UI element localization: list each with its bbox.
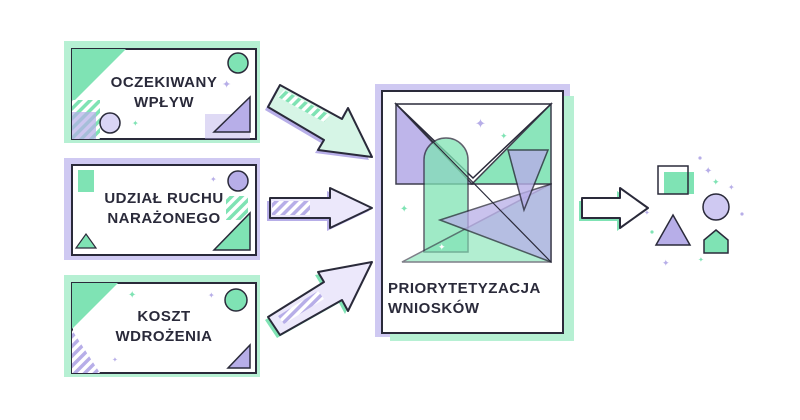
arrow-expected-impact xyxy=(265,84,373,160)
center-label-line: WNIOSKÓW xyxy=(388,300,480,318)
sparkle-icon: ✦ xyxy=(662,258,670,268)
triangle-shape xyxy=(212,211,251,251)
arrow-hatch xyxy=(272,201,310,215)
sparkle-icon: ✦ xyxy=(500,131,508,141)
square-shape xyxy=(664,172,694,194)
input-label-line: KOSZT xyxy=(137,308,191,325)
sparkle-icon: ✦ xyxy=(400,204,408,215)
dot-shape xyxy=(740,212,744,216)
arrow-hatch xyxy=(278,90,330,122)
sparkle-icon: ✦ xyxy=(128,290,136,301)
triangle-shape xyxy=(212,95,251,133)
input-label-expected-impact: OCZEKIWANY WPŁYW xyxy=(92,73,236,114)
square-outline xyxy=(657,165,689,195)
diagonal-line xyxy=(395,103,552,263)
sparkle-icon: ✦ xyxy=(222,79,231,91)
dot-shape xyxy=(650,230,654,234)
sparkle-icon: ✦ xyxy=(210,175,217,184)
hatch-shape xyxy=(72,330,100,373)
sparkle-icon: ✦ xyxy=(208,291,215,300)
triangle-shape xyxy=(507,149,550,213)
arrow-exposed-traffic xyxy=(267,187,373,231)
arrow-shape xyxy=(581,187,649,229)
input-label-line: UDZIAŁ RUCHU xyxy=(104,190,224,207)
input-label-line: OCZEKIWANY xyxy=(110,74,218,91)
hatch-shape xyxy=(226,196,248,220)
circle-shape xyxy=(702,193,730,221)
arrow-hatch xyxy=(278,291,324,324)
circle-shape xyxy=(227,170,249,192)
sparkle-icon: ✦ xyxy=(475,116,486,131)
triangle-shape xyxy=(226,343,251,369)
input-label-line: NARAŻONEGO xyxy=(107,210,221,228)
triangle-shape xyxy=(74,232,98,249)
sparkle-icon: ✦ xyxy=(644,209,650,217)
arrow-implementation-cost xyxy=(265,261,373,338)
sparkle-icon: ✦ xyxy=(712,177,720,187)
sparkle-icon: ✦ xyxy=(698,256,704,264)
dot-shape xyxy=(698,156,702,160)
output-shapes: ✦ ✦ ✦ ✦ ✦ ✦ xyxy=(644,156,744,268)
circle-shape xyxy=(224,288,248,312)
input-label-exposed-traffic: UDZIAŁ RUCHU NARAŻONEGO xyxy=(86,189,242,230)
input-label-line: WPŁYW xyxy=(134,94,194,112)
sparkle-icon: ✦ xyxy=(704,166,712,177)
input-box-implementation-cost: ✦ ✦ ✦ xyxy=(64,275,260,377)
circle-shape xyxy=(227,52,249,74)
input-label-implementation-cost: KOSZT WDROŻENIA xyxy=(92,307,236,348)
center-label: PRIORYTETYZACJA WNIOSKÓW xyxy=(388,279,556,320)
corner-triangle-shape xyxy=(72,283,118,329)
sparkle-icon: ✦ xyxy=(132,119,139,128)
sparkle-icon: ✦ xyxy=(728,183,735,192)
center-label-line: PRIORYTETYZACJA xyxy=(388,280,541,297)
arrow-shape xyxy=(269,187,373,229)
square-shape xyxy=(78,170,94,192)
square-shape xyxy=(72,112,96,139)
input-box-expected-impact: ✦ ✦ xyxy=(64,41,260,143)
pentagon-shape xyxy=(703,229,729,254)
circle-shape xyxy=(99,112,121,134)
triangle-shape xyxy=(654,213,692,246)
center-panel: ✦ ✦ ✦ ✦ xyxy=(375,84,574,341)
sparkle-icon: ✦ xyxy=(112,356,118,364)
sparkle-icon: ✦ xyxy=(438,242,446,252)
arrow-output xyxy=(579,187,649,231)
corner-triangle-shape xyxy=(72,49,126,103)
input-label-line: WDROŻENIA xyxy=(115,328,213,346)
input-box-exposed-traffic: ✦ xyxy=(64,158,260,260)
